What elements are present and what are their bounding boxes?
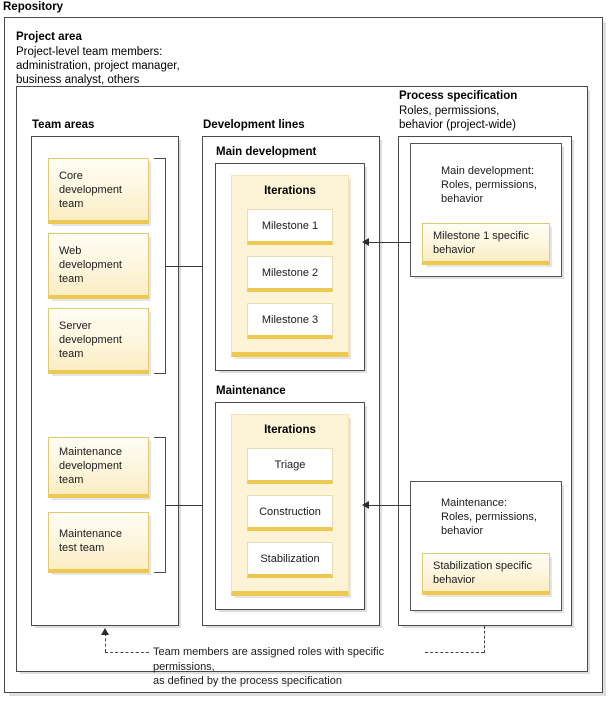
note-connector-left-arrow	[101, 628, 109, 635]
connector-teams-to-maintenance-line	[166, 505, 224, 506]
team-box-maintenance-test[interactable]: Maintenance test team	[48, 512, 149, 573]
process-specification-description: Roles, permissions, behavior (project-wi…	[399, 105, 516, 131]
team-box-web-development[interactable]: Web development team	[48, 233, 149, 299]
spec-behavior-milestone-1[interactable]: Milestone 1 specific behavior	[422, 223, 550, 265]
project-area-heading: Project area	[16, 31, 82, 43]
connector-spec-main-line	[365, 242, 411, 243]
connector-spec-main-arrow	[362, 238, 369, 246]
maintenance-iterations-title: Iterations	[264, 424, 316, 436]
project-area-description: Project-level team members: administrati…	[16, 46, 180, 86]
iteration-stabilization[interactable]: Stabilization	[247, 542, 333, 578]
main-iterations-title: Iterations	[264, 185, 316, 197]
team-bracket-development	[154, 158, 166, 374]
iteration-milestone-3[interactable]: Milestone 3	[247, 303, 333, 339]
iteration-construction[interactable]: Construction	[247, 495, 333, 531]
team-box-server-development[interactable]: Server development team	[48, 308, 149, 374]
iteration-triage[interactable]: Triage	[247, 448, 333, 484]
maintenance-line-heading: Maintenance	[216, 385, 286, 397]
connector-spec-maintenance-arrow	[362, 501, 369, 509]
note-connector-right-horizontal	[425, 652, 484, 653]
spec-behavior-stabilization[interactable]: Stabilization specific behavior	[422, 553, 550, 595]
spec-main-development-text: Main development: Roles, permissions, be…	[441, 165, 537, 205]
iteration-milestone-1[interactable]: Milestone 1	[247, 209, 333, 245]
connector-teams-to-main-line	[166, 266, 224, 267]
note-connector-right-vertical	[484, 626, 485, 653]
team-box-core-development[interactable]: Core development team	[48, 158, 149, 224]
note-connector-left-vertical	[105, 633, 106, 652]
process-specification-heading: Process specification	[399, 90, 518, 102]
team-box-maintenance-development[interactable]: Maintenance development team	[48, 437, 149, 498]
spec-maintenance-text: Maintenance: Roles, permissions, behavio…	[441, 497, 537, 537]
note-connector-left-horizontal	[105, 652, 149, 653]
iteration-milestone-2[interactable]: Milestone 2	[247, 256, 333, 292]
connector-spec-maintenance-line	[365, 505, 411, 506]
team-bracket-maintenance	[154, 437, 166, 573]
main-development-heading: Main development	[216, 146, 317, 158]
note-label: Team members are assigned roles with spe…	[153, 646, 385, 687]
development-lines-heading: Development lines	[203, 119, 305, 131]
diagram-title: Repository	[3, 1, 64, 13]
team-areas-heading: Team areas	[32, 119, 95, 131]
